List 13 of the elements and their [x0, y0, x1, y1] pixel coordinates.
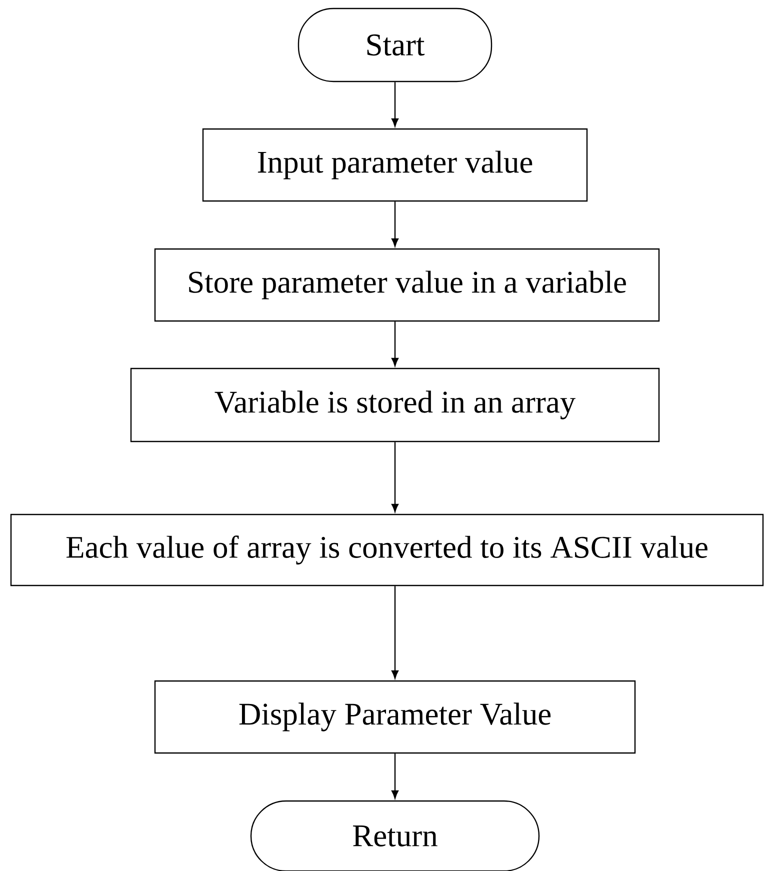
arrow: [391, 442, 399, 512]
terminal: Return: [250, 800, 540, 871]
process-box: Each value of array is converted to its ASCII value: [10, 514, 764, 586]
process-box: Display Parameter Value: [154, 680, 636, 754]
process-box: Input parameter value: [202, 128, 588, 202]
arrow: [391, 82, 399, 127]
arrow: [391, 202, 399, 247]
arrow: [391, 586, 399, 679]
arrow: [391, 322, 399, 366]
arrow: [391, 754, 399, 799]
process-box: Store parameter value in a variable: [154, 248, 660, 322]
process-box: Variable is stored in an array: [130, 368, 660, 442]
terminal: Start: [298, 8, 492, 82]
